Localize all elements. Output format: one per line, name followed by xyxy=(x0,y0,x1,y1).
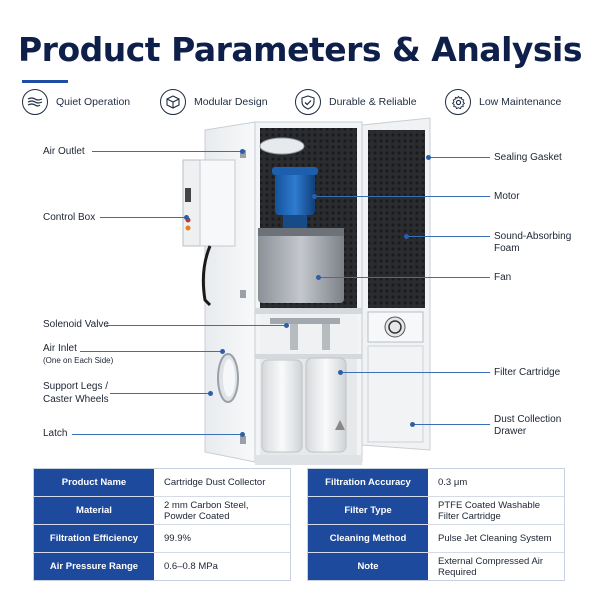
spec-table-right: Filtration Accuracy 0.3 μm Filter Type P… xyxy=(307,468,565,581)
feature-low-maintenance: Low Maintenance xyxy=(445,88,561,116)
spec-value: 2 mm Carbon Steel, Powder Coated xyxy=(164,499,249,522)
title-underline xyxy=(22,80,68,83)
leader-line xyxy=(92,151,242,152)
feature-durable-reliable: Durable & Reliable xyxy=(295,88,417,116)
leader-line xyxy=(72,434,242,435)
label-foam: Foam xyxy=(494,243,520,254)
leader-dot xyxy=(240,149,245,154)
leader-dot xyxy=(426,155,431,160)
leader-dot xyxy=(284,323,289,328)
label-caster-wheels: Caster Wheels xyxy=(43,394,109,405)
label-dust-collection: Dust Collection xyxy=(494,414,562,425)
spec-value: PTFE Coated Washable Filter Cartridge xyxy=(438,499,541,522)
spec-value: External Compressed Air Required xyxy=(438,555,544,578)
label-motor: Motor xyxy=(494,191,520,202)
leader-dot xyxy=(220,349,225,354)
feature-label: Low Maintenance xyxy=(479,96,562,108)
leader-dot xyxy=(312,194,317,199)
spec-key: Air Pressure Range xyxy=(34,553,154,580)
leader-line xyxy=(106,325,286,326)
cube-icon xyxy=(160,89,186,115)
label-support-legs: Support Legs / xyxy=(43,381,109,392)
label-air-outlet: Air Outlet xyxy=(43,146,85,157)
spec-key: Filter Type xyxy=(308,497,428,524)
leader-dot xyxy=(208,391,213,396)
leader-dot xyxy=(404,234,409,239)
spec-key: Filtration Efficiency xyxy=(34,525,154,552)
spec-key: Cleaning Method xyxy=(308,525,428,552)
leader-line xyxy=(314,196,490,197)
spec-value: Cartridge Dust Collector xyxy=(164,477,266,488)
feature-label: Durable & Reliable xyxy=(329,96,417,108)
label-solenoid-valve: Solenoid Valve xyxy=(43,319,109,330)
spec-value: 99.9% xyxy=(164,533,191,544)
table-row: Filtration Accuracy 0.3 μm xyxy=(308,469,564,497)
leader-line xyxy=(110,393,210,394)
table-row: Product Name Cartridge Dust Collector xyxy=(34,469,290,497)
label-latch: Latch xyxy=(43,428,68,439)
leader-dot xyxy=(240,432,245,437)
leader-line xyxy=(428,157,490,158)
label-control-box: Control Box xyxy=(43,212,96,223)
label-sealing-gasket: Sealing Gasket xyxy=(494,152,562,163)
label-drawer: Drawer xyxy=(494,426,527,437)
leader-line xyxy=(340,372,490,373)
feature-label: Quiet Operation xyxy=(56,96,131,108)
spec-key: Material xyxy=(34,497,154,524)
label-air-inlet-note: (One on Each Side) xyxy=(43,356,114,365)
spec-key: Note xyxy=(308,553,428,580)
spec-key: Filtration Accuracy xyxy=(308,469,428,496)
table-row: Air Pressure Range 0.6–0.8 MPa xyxy=(34,553,290,580)
leader-line xyxy=(318,277,490,278)
wind-waves-icon xyxy=(22,89,48,115)
label-air-inlet: Air Inlet xyxy=(43,343,77,354)
table-row: Note External Compressed Air Required xyxy=(308,553,564,580)
spec-key: Product Name xyxy=(34,469,154,496)
leader-line xyxy=(80,351,222,352)
label-filter-cartridge: Filter Cartridge xyxy=(494,367,561,378)
table-row: Filtration Efficiency 99.9% xyxy=(34,525,290,553)
feature-label: Modular Design xyxy=(194,96,268,108)
feature-quiet-operation: Quiet Operation xyxy=(22,88,130,116)
leader-dot xyxy=(184,215,189,220)
leader-line xyxy=(412,424,490,425)
leader-dot xyxy=(316,275,321,280)
spec-value: 0.6–0.8 MPa xyxy=(164,561,218,572)
table-row: Material 2 mm Carbon Steel, Powder Coate… xyxy=(34,497,290,525)
feature-modular-design: Modular Design xyxy=(160,88,268,116)
gear-icon xyxy=(445,89,471,115)
table-row: Filter Type PTFE Coated Washable Filter … xyxy=(308,497,564,525)
table-row: Cleaning Method Pulse Jet Cleaning Syste… xyxy=(308,525,564,553)
label-fan: Fan xyxy=(494,272,512,283)
leader-line xyxy=(100,217,186,218)
shield-check-icon xyxy=(295,89,321,115)
leader-dot xyxy=(410,422,415,427)
spec-value: 0.3 μm xyxy=(438,477,468,488)
page-title: Product Parameters & Analysis xyxy=(18,30,583,69)
spec-table-left: Product Name Cartridge Dust Collector Ma… xyxy=(33,468,291,581)
spec-value: Pulse Jet Cleaning System xyxy=(438,533,552,544)
leader-dot xyxy=(338,370,343,375)
leader-line xyxy=(406,236,490,237)
label-sound-absorbing: Sound-Absorbing xyxy=(494,231,572,242)
